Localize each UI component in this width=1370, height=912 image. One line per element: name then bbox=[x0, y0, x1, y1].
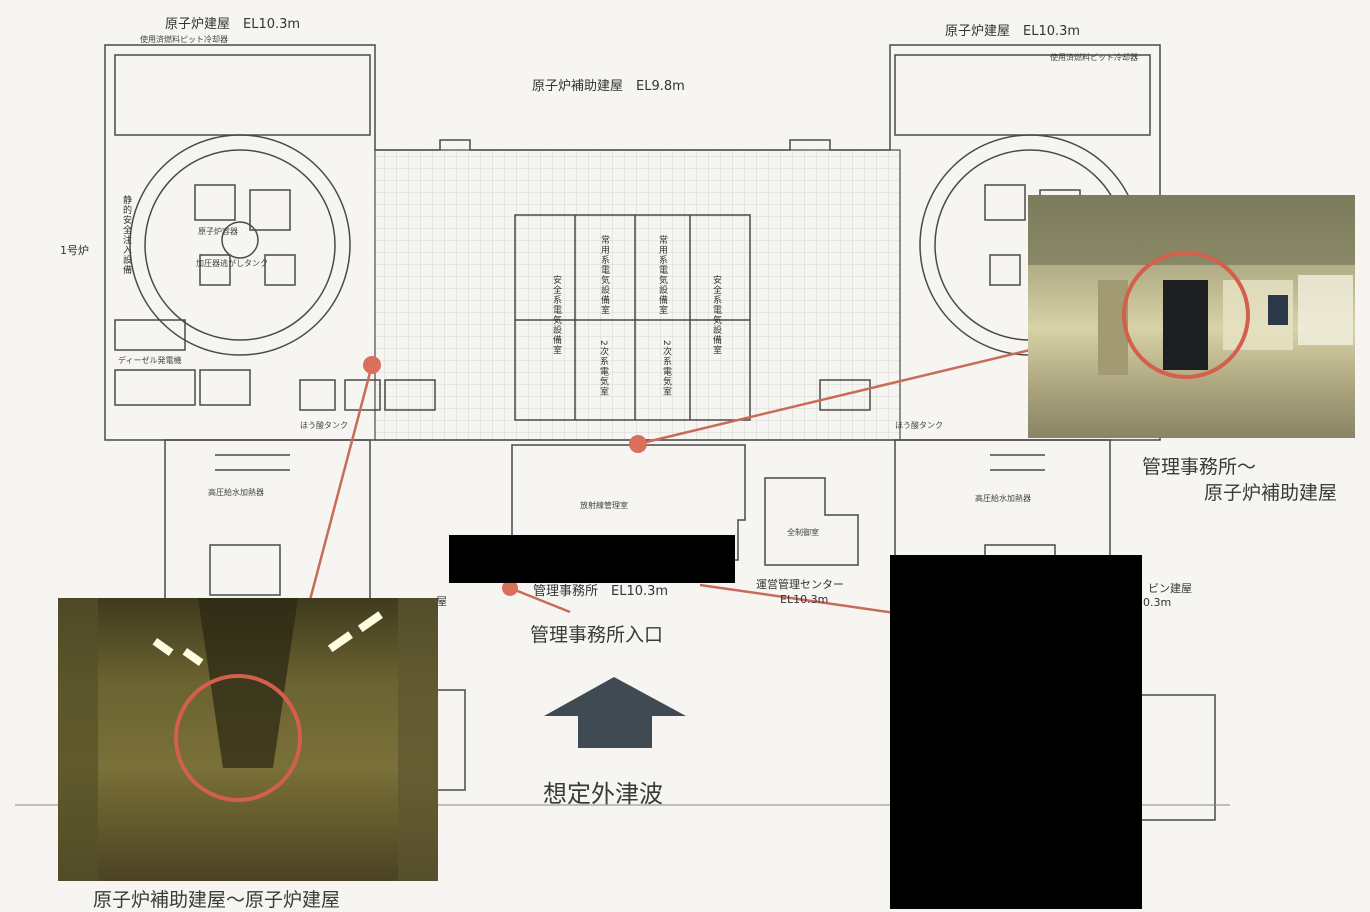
label-safety-elec-2: 安全系電気設備室 bbox=[711, 275, 721, 355]
label-hp-heater-right: 高圧給水加熱器 bbox=[975, 494, 1031, 503]
label-fuel-pit-right: 使用済燃料ピット冷却器 bbox=[1050, 53, 1138, 62]
redaction-top bbox=[449, 535, 735, 583]
caption-entrance: 管理事務所入口 bbox=[530, 624, 664, 646]
photo-mgmt-to-aux bbox=[1028, 195, 1355, 438]
redaction-photo bbox=[890, 555, 1142, 909]
tsunami-arrow bbox=[544, 677, 686, 748]
label-second-elec-2: 2次系電気室 bbox=[661, 340, 671, 397]
electrical-rooms bbox=[514, 214, 751, 421]
right-fuel-pit-area bbox=[894, 54, 1151, 136]
leader-entrance bbox=[509, 586, 571, 614]
photo-left-highlight-circle bbox=[174, 674, 302, 802]
caption-photo-left: 原子炉補助建屋～原子炉建屋 bbox=[93, 889, 341, 911]
label-ops-center: 運営管理センター bbox=[756, 578, 844, 591]
leader-right bbox=[637, 348, 1031, 446]
label-access-corridor: 放射線管理室 bbox=[580, 501, 628, 510]
photo-aux-to-reactor bbox=[58, 598, 438, 881]
label-fuel-pit-left: 使用済燃料ピット冷却器 bbox=[140, 35, 228, 44]
label-unit1: 1号炉 bbox=[60, 244, 89, 257]
label-turbine-right: ビン建屋 bbox=[1148, 582, 1192, 595]
marker-aux-center bbox=[629, 435, 647, 453]
label-reactor-vessel: 原子炉容器 bbox=[198, 227, 238, 236]
marker-aux-corridor bbox=[363, 356, 381, 374]
label-reactor-right: 原子炉建屋 EL10.3m bbox=[945, 24, 1081, 39]
ops-center bbox=[764, 477, 859, 566]
label-left-vertical: 静的安全注入設備 bbox=[121, 195, 131, 275]
label-second-elec-1: 2次系電気室 bbox=[598, 340, 608, 397]
label-aux-building: 原子炉補助建屋 EL9.8m bbox=[532, 79, 685, 94]
label-safety-elec-1: 安全系電気設備室 bbox=[551, 275, 561, 355]
label-turbine-left-frag: 屋 bbox=[436, 595, 447, 608]
label-mgmt-office: 管理事務所 EL10.3m bbox=[533, 584, 669, 599]
label-ops-center-el: EL10.3m bbox=[780, 593, 829, 606]
label-reactor-left: 原子炉建屋 EL10.3m bbox=[165, 17, 301, 32]
caption-photo-right: 管理事務所～ bbox=[1142, 456, 1257, 478]
label-control-room: 全制御室 bbox=[787, 528, 819, 537]
label-boric-left: ほう酸タンク bbox=[300, 421, 348, 430]
label-diesel: ディーゼル発電機 bbox=[118, 356, 182, 365]
label-common-elec-1: 常用系電気設備室 bbox=[599, 235, 609, 315]
marker-entrance bbox=[502, 580, 518, 596]
leader-redacted bbox=[699, 583, 896, 615]
label-common-elec-2: 常用系電気設備室 bbox=[657, 235, 667, 315]
photo-right-highlight-circle bbox=[1122, 251, 1250, 379]
left-containment bbox=[129, 134, 351, 356]
caption-tsunami: 想定外津波 bbox=[543, 780, 663, 808]
label-boric-right: ほう酸タンク bbox=[895, 421, 943, 430]
aux-building-core bbox=[374, 149, 901, 441]
label-relief-tank: 加圧器逃がしタンク bbox=[196, 259, 268, 268]
left-fuel-pit-area bbox=[114, 54, 371, 136]
leader-left bbox=[308, 364, 374, 601]
caption-photo-right-2: 原子炉補助建屋 bbox=[1204, 482, 1338, 504]
label-hp-heater-left: 高圧給水加熱器 bbox=[208, 488, 264, 497]
label-turbine-el-right: 0.3m bbox=[1143, 596, 1172, 609]
